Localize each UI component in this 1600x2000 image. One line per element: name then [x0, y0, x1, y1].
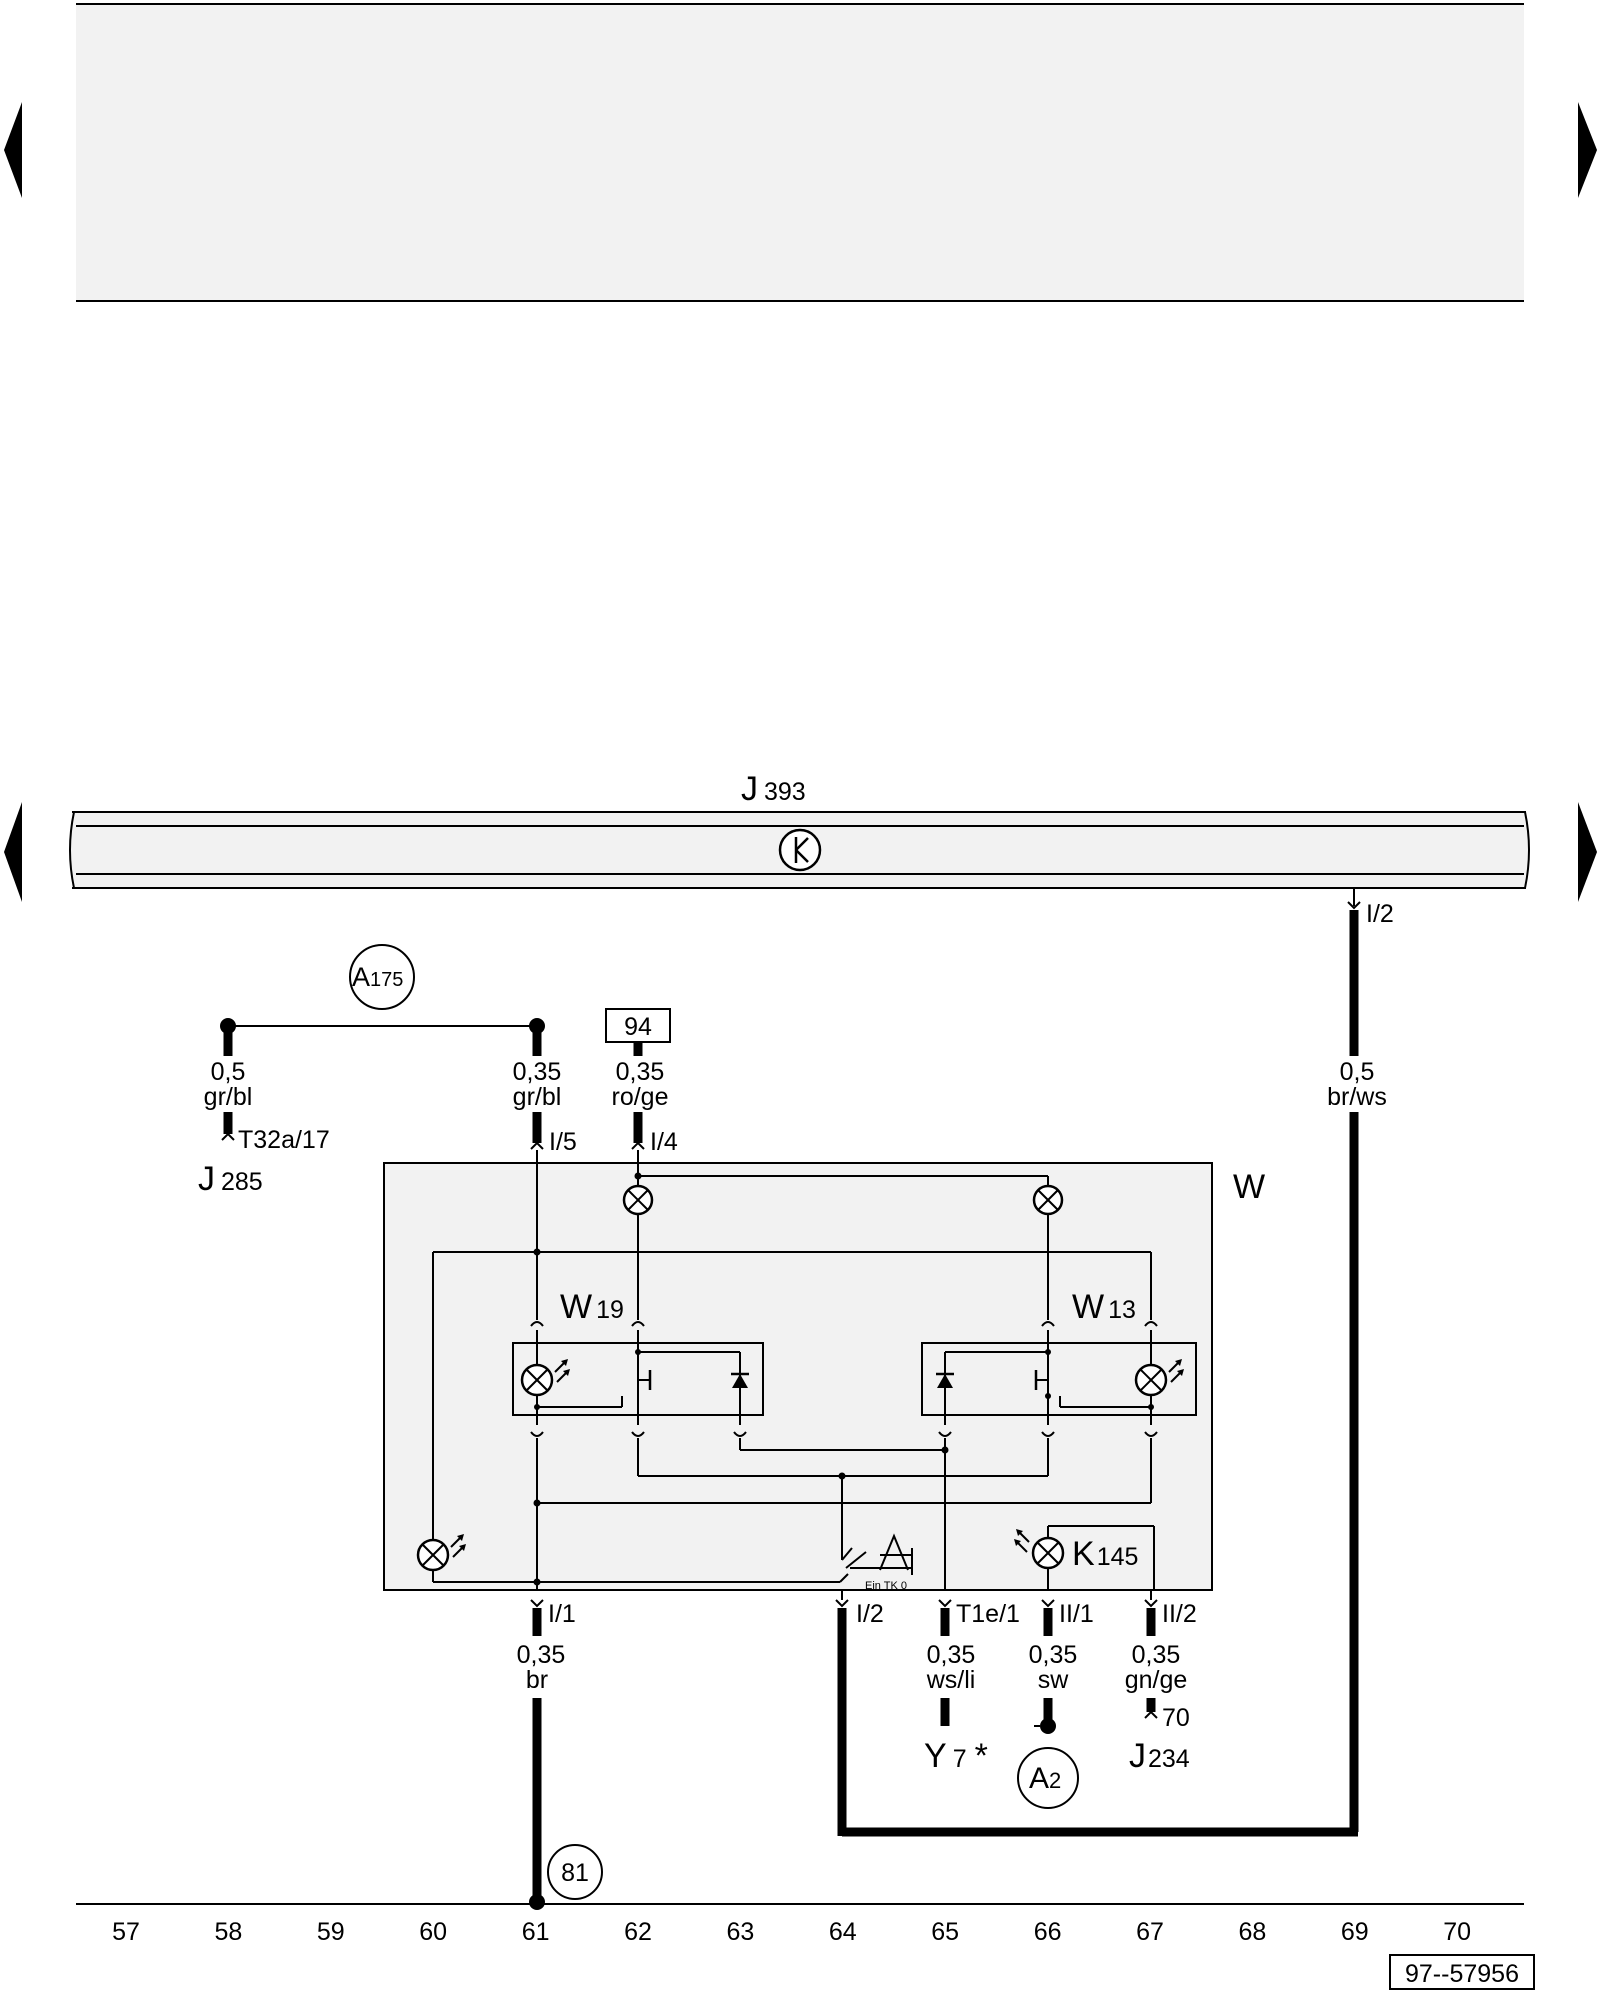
led-w13-icon — [1134, 1359, 1184, 1397]
svg-text:K145: K145 — [1072, 1535, 1138, 1573]
track-number-63: 63 — [726, 1918, 754, 1946]
switch-position-text: Ein TK 0 — [865, 1580, 907, 1592]
track-numbers: 57 58 59 60 61 62 63 64 65 66 67 68 69 70 — [112, 1918, 1471, 1946]
svg-text:W13: W13 — [1072, 1288, 1136, 1326]
track-number-64: 64 — [829, 1918, 857, 1946]
prev-page-arrow-bottom[interactable] — [4, 802, 22, 902]
switch-unit-label: W — [1233, 1168, 1265, 1206]
svg-text:0,35: 0,35 — [927, 1641, 976, 1669]
connector-marks — [530, 1321, 1158, 1437]
wire-64-bottom: I/2 — [835, 1590, 884, 1836]
bulb-top-left-icon — [622, 1184, 654, 1216]
svg-text:br: br — [526, 1666, 548, 1694]
svg-text:II/2: II/2 — [1162, 1600, 1197, 1628]
bus-symbol-icon — [778, 828, 822, 872]
track-number-60: 60 — [419, 1918, 447, 1946]
track-number-57: 57 — [112, 1918, 140, 1946]
svg-text:0,35: 0,35 — [1132, 1641, 1181, 1669]
led-w19-icon — [520, 1359, 570, 1397]
next-page-arrow-bottom[interactable] — [1578, 802, 1597, 902]
illumination-bulb-icon — [416, 1534, 466, 1572]
track-number-58: 58 — [214, 1918, 242, 1946]
svg-text:A2: A2 — [1029, 1762, 1061, 1795]
svg-text:br/ws: br/ws — [1327, 1083, 1387, 1111]
ref-box-94: 94 — [624, 1013, 652, 1041]
svg-text:I/1: I/1 — [548, 1600, 576, 1628]
bulb-top-right-icon — [1032, 1184, 1064, 1216]
relay-j234-label: J234 — [1129, 1737, 1190, 1775]
svg-text:ro/ge: ro/ge — [612, 1083, 669, 1111]
track-number-62: 62 — [624, 1918, 652, 1946]
svg-text:A175: A175 — [352, 962, 403, 992]
wire-61-top: 0,35 gr/bl I/5 — [513, 1030, 577, 1163]
wire-66-bottom: II/1 0,35 sw A2 — [1017, 1599, 1094, 1809]
svg-text:0,35: 0,35 — [616, 1058, 665, 1086]
track-number-68: 68 — [1238, 1918, 1266, 1946]
track-number-67: 67 — [1136, 1918, 1164, 1946]
next-page-arrow-top[interactable] — [1578, 102, 1597, 198]
internal-wiring — [432, 1163, 1155, 1590]
upper-panel — [76, 3, 1524, 302]
svg-text:70: 70 — [1162, 1704, 1190, 1732]
track-number-59: 59 — [317, 1918, 345, 1946]
svg-text:I/2: I/2 — [1366, 900, 1394, 928]
svg-text:T1e/1: T1e/1 — [956, 1600, 1020, 1628]
svg-text:I/2: I/2 — [856, 1600, 884, 1628]
svg-text:ws/li: ws/li — [926, 1666, 976, 1694]
svg-text:II/1: II/1 — [1059, 1600, 1094, 1628]
wire-69: I/2 0,5 br/ws — [842, 888, 1394, 1837]
document-number: 97--57956 — [1389, 1954, 1535, 1990]
track-bar: 57 58 59 60 61 62 63 64 65 66 67 68 69 70 — [76, 1903, 1524, 1946]
warning-lamp-icon — [1014, 1529, 1065, 1570]
svg-text:I/5: I/5 — [549, 1128, 577, 1156]
wire-67-bottom: II/2 0,35 gn/ge 70 J234 — [1125, 1590, 1197, 1775]
track-number-65: 65 — [931, 1918, 959, 1946]
connector-a175: A175 — [220, 944, 545, 1034]
node-81: 81 — [561, 1859, 589, 1887]
connector-a2: A2 — [1017, 1747, 1079, 1809]
track-number-66: 66 — [1034, 1918, 1062, 1946]
wire-61-bottom: I/1 0,35 br 81 — [517, 1599, 603, 1910]
track-number-70: 70 — [1443, 1918, 1471, 1946]
svg-text:0,35: 0,35 — [513, 1058, 562, 1086]
svg-text:I/4: I/4 — [650, 1128, 678, 1156]
svg-text:gn/ge: gn/ge — [1125, 1666, 1188, 1694]
svg-text:0,5: 0,5 — [211, 1058, 246, 1086]
svg-text:0,35: 0,35 — [1029, 1641, 1078, 1669]
svg-text:97--57956: 97--57956 — [1405, 1960, 1519, 1988]
svg-text:0,5: 0,5 — [1340, 1058, 1375, 1086]
prev-page-arrow-top[interactable] — [4, 102, 22, 198]
svg-text:T32a/17: T32a/17 — [238, 1126, 330, 1154]
mode-switch-icon: Ein TK 0 — [839, 1533, 913, 1592]
svg-text:0,35: 0,35 — [517, 1641, 566, 1669]
svg-text:W19: W19 — [560, 1288, 624, 1326]
track-number-61: 61 — [522, 1918, 550, 1946]
track-number-69: 69 — [1341, 1918, 1369, 1946]
wire-62-top: 94 0,35 ro/ge I/4 — [605, 1008, 678, 1163]
svg-text:sw: sw — [1038, 1666, 1070, 1694]
svg-text:gr/bl: gr/bl — [204, 1083, 253, 1111]
warning-lamp-k145: K145 — [1014, 1529, 1138, 1573]
svg-text:gr/bl: gr/bl — [513, 1083, 562, 1111]
